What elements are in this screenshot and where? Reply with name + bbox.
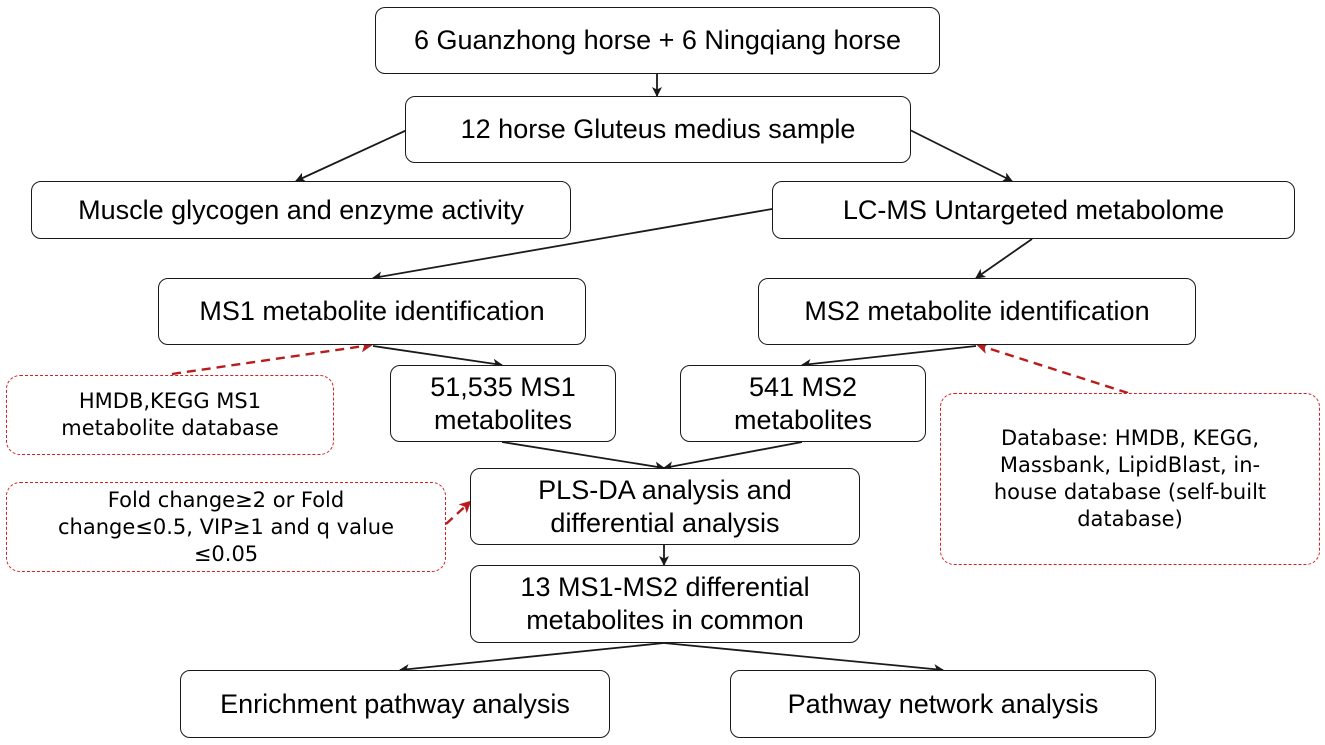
node-lcms-label: LC-MS Untargeted metabolome [842,194,1225,225]
node-ms2-count-line-2: metabolites [733,404,873,435]
node-ms1-identification: MS1 metabolite identification [158,278,586,345]
node-ms1-identification-label: MS1 metabolite identification [199,296,545,326]
dashed-arrow-ms1-db [171,340,373,376]
node-ms2-count-line-1: 541 MS2 [748,371,858,402]
note-ms1-database-line-1: HMDB,KEGG MS1 [78,389,262,413]
node-common-metabolites-line-1: 13 MS1-MS2 differential [520,572,810,602]
arrow-ms1count-to-plsda [501,441,665,472]
node-common-metabolites: 13 MS1-MS2 differential metabolites in c… [470,565,860,643]
note-ms2-database-line-2: Massbank, LipidBlast, in- [999,453,1261,477]
node-samples-label: 12 horse Gluteus medius sample [460,114,856,144]
arrow-common-to-enrichment [399,642,665,675]
node-plsda: PLS-DA analysis and differential analysi… [470,468,860,545]
note-ms2-database-line-4: database) [1077,507,1183,531]
node-common-metabolites-line-2: metabolites in common [526,605,804,635]
note-ms2-database-line-1: Database: HMDB, KEGG, [1000,426,1260,450]
arrow-samples-to-glycogen [295,129,408,182]
node-ms2-identification: MS2 metabolite identification [758,278,1196,345]
node-plsda-line-2: differential analysis [550,507,780,538]
node-ms1-count: 51,535 MS1 metabolites [390,365,616,442]
node-glycogen: Muscle glycogen and enzyme activity [31,181,571,239]
node-enrichment-analysis: Enrichment pathway analysis [180,670,610,738]
node-lcms: LC-MS Untargeted metabolome [772,181,1295,239]
dashed-arrow-ms2-db [976,342,1129,395]
node-samples: 12 horse Gluteus medius sample [405,96,911,163]
node-ms2-count: 541 MS2 metabolites [680,365,926,442]
arrow-ms2-to-count [801,345,977,369]
note-criteria-line-3: ≤0.05 [193,541,259,566]
note-criteria: Fold change≥2 or Fold change≤0.5, VIP≥1 … [6,482,446,572]
node-ms1-count-line-1: 51,535 MS1 [430,371,576,402]
arrow-lcms-to-ms2 [975,238,1033,279]
dashed-arrow-criteria [445,500,472,525]
arrow-samples-to-lcms [909,129,1013,182]
node-network-analysis-label: Pathway network analysis [787,688,1099,719]
arrow-ms1-to-count [372,345,503,369]
note-criteria-line-1: Fold change≥2 or Fold [107,487,345,512]
note-ms1-database-line-2: metabolite database [61,416,279,440]
note-ms1-database: HMDB,KEGG MS1 metabolite database [6,375,334,455]
arrow-lcms-to-ms1 [372,208,773,282]
note-ms2-database: Database: HMDB, KEGG, Massbank, LipidBla… [940,393,1320,565]
node-plsda-line-1: PLS-DA analysis and [538,474,792,505]
arrow-ms2count-to-plsda [663,441,803,472]
node-glycogen-label: Muscle glycogen and enzyme activity [78,194,524,225]
node-ms1-count-line-2: metabolites [433,404,573,435]
node-ms2-identification-label: MS2 metabolite identification [804,296,1150,326]
note-criteria-line-2: change≤0.5, VIP≥1 and q value [57,514,395,539]
node-enrichment-analysis-label: Enrichment pathway analysis [220,688,570,719]
node-horses: 6 Guanzhong horse + 6 Ningqiang horse [375,7,940,74]
node-horses-label: 6 Guanzhong horse + 6 Ningqiang horse [413,25,902,55]
arrow-common-to-network [663,642,944,675]
node-network-analysis: Pathway network analysis [730,670,1156,738]
note-ms2-database-line-3: house database (self-built [993,480,1267,504]
